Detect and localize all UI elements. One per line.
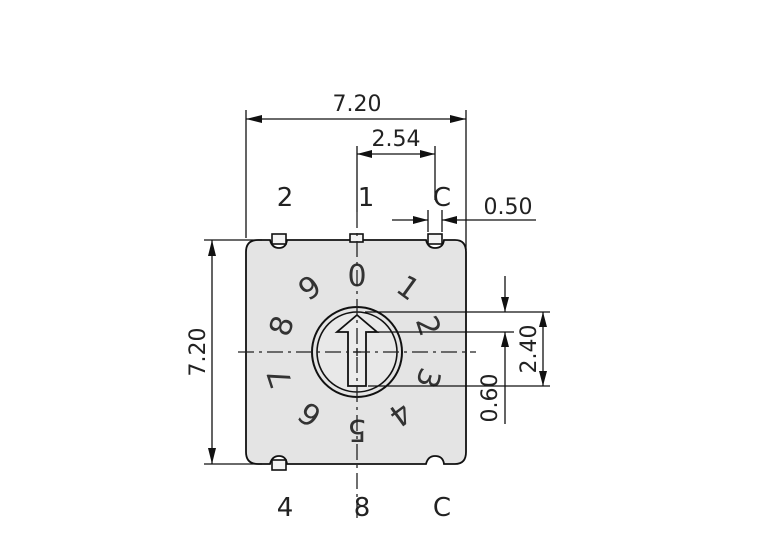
center-lines	[238, 212, 476, 520]
pin-label-bottom-center: 8	[354, 493, 371, 523]
dim-knob-height-label: 2.40	[517, 325, 542, 374]
dim-overall-height-label: 7.20	[186, 328, 211, 377]
dimension-knob-height: 2.40	[365, 311, 550, 387]
pin-top-left	[271, 233, 287, 245]
pin-label-top-center: 1	[358, 183, 375, 213]
dim-overall-width-label: 7.20	[333, 92, 382, 117]
dimension-offset: 0.60	[368, 276, 514, 424]
pin-label-top-left: 2	[277, 183, 294, 213]
dim-offset-label: 0.60	[478, 374, 503, 423]
pin-label-top-right: C	[433, 183, 451, 213]
pin-label-bottom-right: C	[433, 493, 451, 523]
pin-labels: 2 1 C 4 8 C	[277, 183, 451, 523]
pin-top-right	[427, 233, 443, 245]
dim-pin-pitch-label: 2.54	[372, 127, 421, 152]
dimension-pin-pitch: 2.54	[356, 127, 436, 212]
dimension-pin-width: 0.50	[392, 195, 536, 232]
dim-pin-width-label: 0.50	[484, 195, 533, 220]
pin-label-bottom-left: 4	[277, 493, 294, 523]
dimension-overall-width: 7.20	[245, 92, 467, 250]
dimension-overall-height: 7.20	[186, 239, 262, 465]
pin-bottom-left	[271, 459, 287, 471]
